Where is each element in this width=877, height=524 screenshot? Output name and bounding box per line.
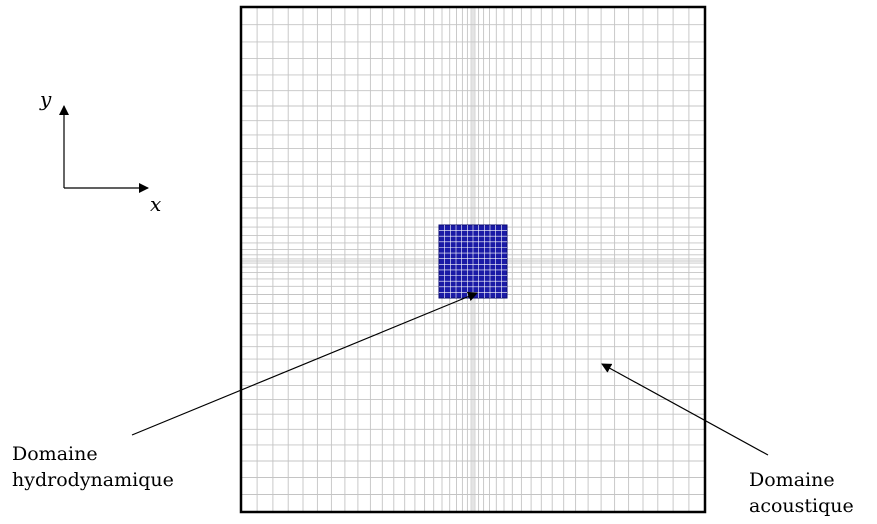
acoustic-label-line2: acoustique [749,495,854,517]
hydro-label-line2: hydrodynamique [12,469,174,491]
y-axis-label: y [39,87,52,111]
hydro-pointer-arrow [131,291,478,436]
x-axis-label: x [150,192,161,216]
acoustic-domain-border [239,5,707,514]
coordinate-axes: y x [39,87,161,216]
acoustic-mesh-grid [240,6,706,513]
acoustic-label-line1: Domaine [749,469,835,491]
hydro-label-line1: Domaine [12,443,98,465]
acoustic-pointer-arrow [601,363,769,456]
hydrodynamic-domain-block [438,224,508,299]
